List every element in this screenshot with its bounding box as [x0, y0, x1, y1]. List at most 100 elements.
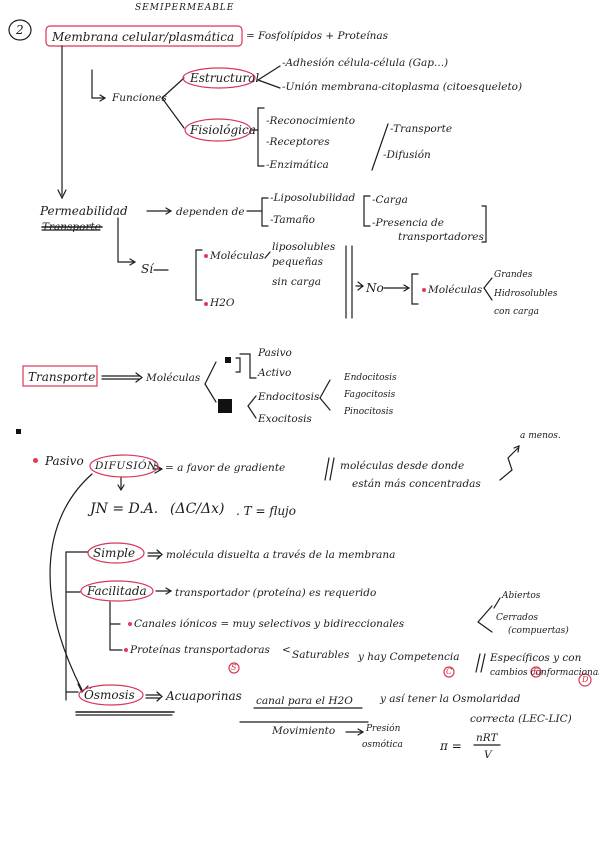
endo-type-1: Endocitosis: [344, 373, 397, 383]
simple-desc: molécula disuelta a través de la membran…: [166, 549, 396, 561]
no-prop-1: Grandes: [494, 270, 533, 280]
specific-text: Específicos y con: [490, 652, 582, 664]
osmosis-label: Ósmosis: [84, 688, 135, 702]
channel-type-3: (compuertas): [508, 626, 569, 636]
physio-item-1: -Reconocimiento: [266, 115, 356, 127]
factor-2: -Tamaño: [270, 214, 315, 226]
factor-1: -Liposolubilidad: [270, 192, 356, 204]
diffusion-desc-2: están más concentradas: [352, 478, 481, 490]
letter-circle-e: [530, 666, 542, 678]
passive-item: Pasivo: [258, 347, 292, 359]
proteins-text: Proteínas transportadoras: [130, 644, 270, 656]
letter-circle-s: [228, 662, 240, 674]
endo-type-3: Pinocitosis: [344, 407, 394, 417]
bullet-dot: [204, 254, 208, 258]
bullet-dot: [422, 288, 426, 292]
physio-item-3: -Enzimática: [266, 159, 329, 171]
diffusion-label: DIFUSIÓN: [95, 460, 157, 472]
no-prop-3: con carga: [494, 307, 539, 317]
saturable-text: Saturables: [292, 649, 350, 661]
to-less: a menos.: [520, 431, 561, 441]
physiological-oval: [184, 118, 252, 142]
section-square: [16, 429, 21, 434]
bullet-dot: [124, 648, 128, 652]
endo-type-2: Fagocitosis: [344, 390, 396, 400]
functions-label: Funciones: [112, 92, 167, 104]
structural-label: Estructural: [190, 71, 260, 85]
structural-oval: [182, 67, 256, 89]
facilitated-label: Facilitada: [87, 584, 147, 598]
transport-molecules: Moléculas: [146, 372, 201, 384]
endocytosis-item: Endocitosis: [258, 391, 320, 403]
formula-frac: (ΔC/Δx): [170, 501, 225, 517]
membrane-title: Membrana celular/plasmática: [52, 30, 235, 44]
h2o-label: H2O: [210, 297, 235, 309]
diffusion-desc-1: moléculas desde donde: [340, 460, 465, 472]
pi-numerator: nRT: [476, 732, 498, 744]
channel-type-1: Abiertos: [502, 591, 541, 601]
letter-circle-d: [578, 673, 592, 687]
factor2-2: -Presencia de: [372, 217, 444, 229]
simple-label: Simple: [93, 546, 136, 560]
factor2-3: transportadores: [398, 231, 484, 243]
physiological-label: Fisiológica: [190, 123, 256, 137]
movement-text: Movimiento: [272, 725, 336, 737]
functions-arrow: [91, 69, 105, 99]
transport-label: Transporte: [28, 370, 96, 384]
aquaporins-label: Acuaporinas: [166, 689, 242, 703]
permeability-label: Permeabilidad: [40, 204, 128, 218]
bullet-dot: [128, 622, 132, 626]
physio-side-2: -Difusión: [383, 149, 431, 161]
no-prop-2: Hidrosolubles: [494, 289, 558, 299]
no-label: No: [366, 281, 384, 295]
membrane-composition: = Fosfolípidos + Proteínas: [246, 30, 389, 42]
factor2-1: -Carga: [372, 194, 408, 206]
pressure-text: Presión: [366, 724, 401, 734]
facilitated-desc: transportador (proteína) es requerido: [175, 587, 377, 599]
changes-text: cambios conformacionales: [490, 668, 599, 678]
bullet-dot: [204, 302, 208, 306]
channel-type-2: Cerrados: [496, 613, 538, 623]
no-molecules: Moléculas: [428, 284, 483, 296]
small-molecule-square: [225, 357, 231, 363]
page-number: 2: [16, 23, 24, 37]
molecules-label: Moléculas: [210, 250, 265, 262]
molecule-prop-3: sin carga: [272, 276, 321, 288]
yes-label: Sí: [141, 262, 154, 276]
formula-lhs: JN = D.A.: [90, 501, 159, 517]
channels-text: Canales iónicos = muy selectivos y bidir…: [134, 618, 405, 630]
structural-item-2: -Unión membrana-citoplasma (citoesquelet…: [282, 81, 523, 93]
osmotic-text: osmótica: [362, 740, 403, 750]
page-number-circle: [8, 19, 32, 41]
letter-circle-c: [443, 666, 455, 678]
large-molecule-square: [218, 399, 232, 413]
diffusion-oval: [89, 454, 159, 478]
formula-rhs: . T = flujo: [236, 504, 296, 518]
bullet-dot: [33, 458, 38, 463]
correct-text: correcta (LEC-LIC): [470, 713, 572, 725]
active-item: Activo: [258, 367, 292, 379]
gradient-text: = a favor de gradiente: [165, 462, 286, 474]
header-word: SEMIPERMEABLE: [135, 3, 235, 13]
exocytosis-item: Exocitosis: [258, 413, 312, 425]
pi-denominator: V: [484, 749, 492, 761]
letter-d: D: [582, 675, 589, 684]
letter-e: E: [533, 667, 539, 676]
physio-item-2: -Receptores: [266, 136, 330, 148]
aquaporin-desc: canal para el H2O: [256, 695, 353, 707]
pi-lhs: π =: [440, 739, 462, 753]
physio-side-1: -Transporte: [390, 123, 453, 135]
molecule-prop-2: pequeñas: [272, 256, 324, 268]
structural-item-1: -Adhesión célula-célula (Gap...): [282, 57, 449, 69]
letter-s: S: [231, 663, 237, 672]
facilitated-oval: [80, 580, 154, 602]
osmolarity-text: y así tener la Osmolaridad: [380, 693, 521, 705]
transport-box: [22, 365, 98, 387]
depends-label: dependen de: [176, 206, 245, 218]
letter-c: C: [446, 667, 453, 676]
competence-text: y hay Competencia: [358, 651, 460, 663]
osmosis-oval: [78, 684, 144, 706]
struck-text: Transporte: [42, 221, 101, 233]
